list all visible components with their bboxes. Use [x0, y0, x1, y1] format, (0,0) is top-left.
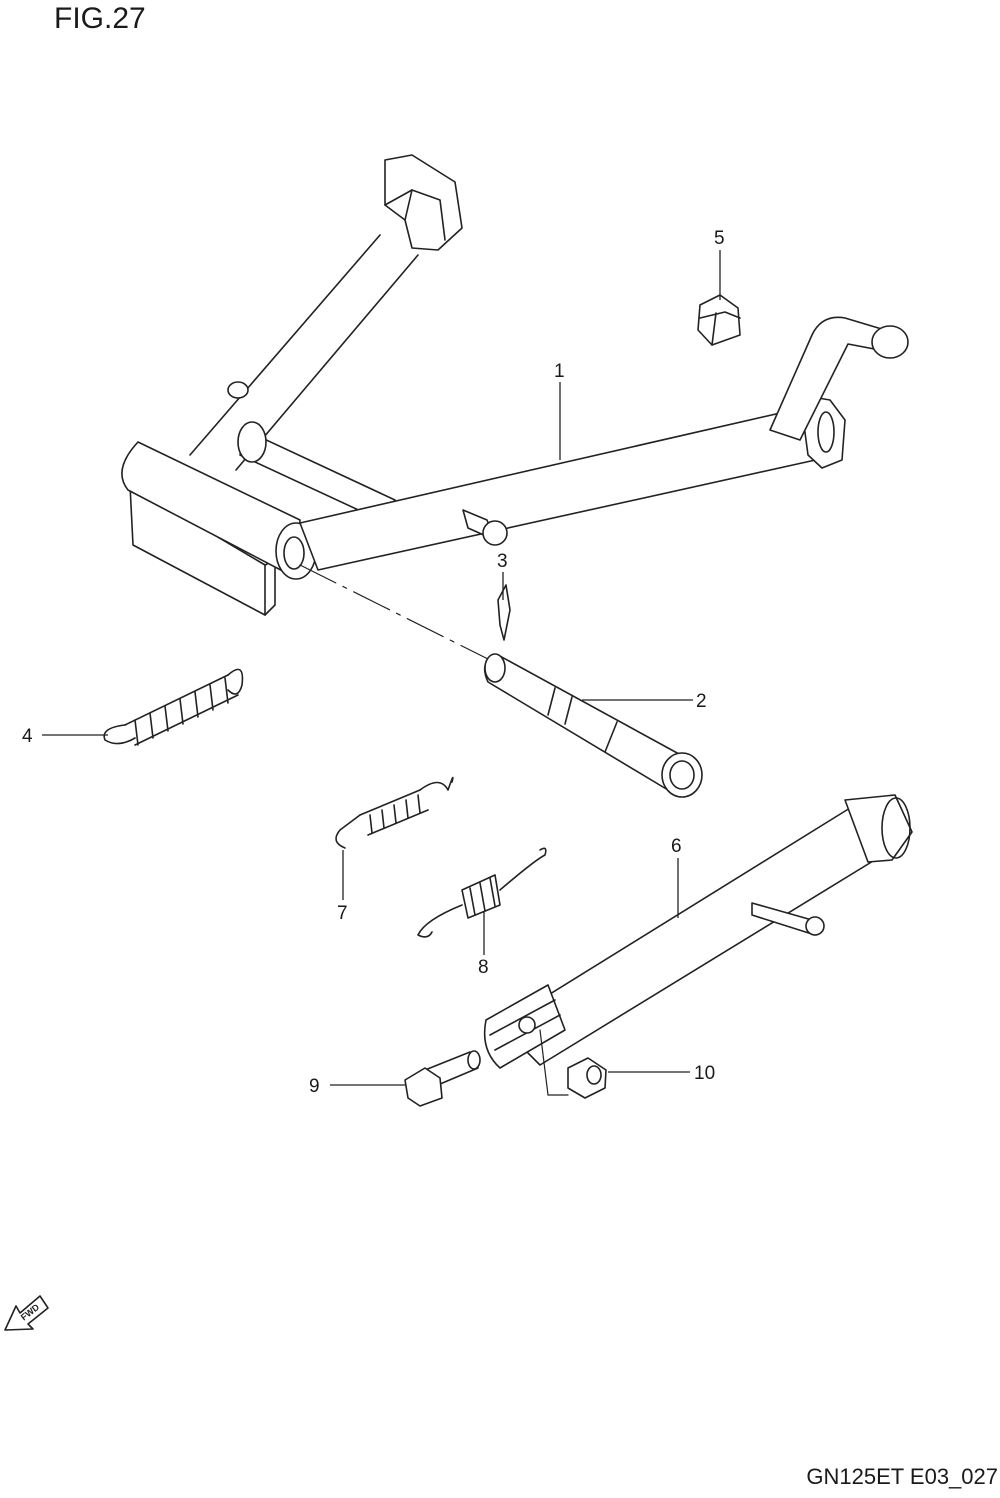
figure-title: FIG.27 — [54, 2, 146, 35]
callout-6: 6 — [671, 836, 682, 857]
assembly-axis-line — [299, 564, 491, 661]
callout-8: 8 — [478, 957, 489, 978]
side-stand-spring-part-7[interactable] — [335, 776, 454, 849]
side-stand-spring-part-8[interactable] — [417, 847, 547, 938]
callout-1: 1 — [554, 361, 565, 382]
side-stand-part-6[interactable] — [483, 794, 913, 1069]
stopper-part-5[interactable] — [697, 294, 741, 346]
callout-5: 5 — [714, 228, 725, 249]
stand-spring-part-4[interactable] — [103, 668, 244, 746]
document-code: GN125ET E03_027 — [806, 1464, 998, 1489]
callout-2: 2 — [696, 691, 707, 712]
assembly-axis-line-10 — [539, 1029, 569, 1096]
callout-9: 9 — [309, 1076, 320, 1097]
callout-7: 7 — [337, 903, 348, 924]
callout-4: 4 — [22, 726, 33, 747]
forward-direction-arrow-icon: FWD — [4, 1295, 49, 1331]
callout-3: 3 — [497, 551, 508, 572]
callout-10: 10 — [694, 1063, 715, 1084]
shaft-part-2[interactable] — [483, 653, 703, 798]
main-stand-part-1[interactable] — [121, 154, 909, 616]
cotter-pin-part-3[interactable] — [497, 584, 511, 641]
nut-part-10[interactable] — [567, 1057, 607, 1099]
bolt-part-9[interactable] — [404, 1050, 481, 1107]
